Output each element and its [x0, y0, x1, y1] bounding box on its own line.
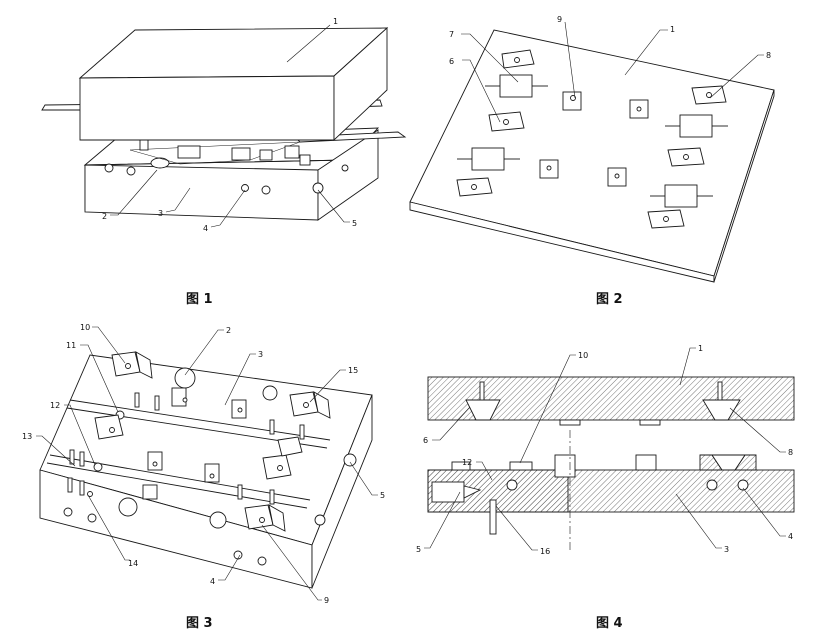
fig4-label-1: 1 [698, 344, 703, 353]
fig4-label-12: 12 [462, 458, 472, 467]
v-cavity-left [465, 399, 501, 421]
fig1-label-3: 3 [158, 209, 163, 218]
cover-front-face [79, 75, 335, 141]
pin-bore [431, 481, 465, 503]
figure-2-caption: 图 2 [596, 292, 623, 307]
figure-3-labels: 2 3 4 5 9 10 11 12 13 14 15 [22, 323, 385, 605]
base-front-face [84, 164, 319, 221]
fig4-label-8: 8 [788, 448, 793, 457]
cover-side-face [333, 26, 388, 142]
fig4-label-5: 5 [416, 545, 421, 554]
fig4-label-4: 4 [788, 532, 793, 541]
fig3-label-5: 5 [380, 491, 385, 500]
side-hole [312, 182, 324, 194]
locating-hole [150, 157, 170, 169]
fig3-label-13: 13 [22, 432, 32, 441]
figure-1-caption: 图 1 [186, 292, 213, 307]
fig1-label-4: 4 [203, 224, 208, 233]
fig3-label-3: 3 [258, 350, 263, 359]
figure-1-leaders [110, 24, 350, 228]
figure-4-leaders [424, 347, 786, 551]
figure-2-upper-plate [409, 29, 775, 283]
fig3-label-14: 14 [128, 559, 138, 568]
figure-4-caption: 图 4 [596, 616, 623, 631]
figure-3-leaders [36, 326, 378, 601]
ejector-pin [489, 499, 497, 535]
plate-side-face [713, 89, 775, 283]
plate-top-face [409, 29, 775, 277]
side-hole-5 [343, 453, 357, 467]
figure-4-section [427, 376, 795, 550]
fig3-label-12: 12 [50, 401, 60, 410]
figure-1-assembly [41, 26, 407, 221]
block-side-face [311, 394, 373, 589]
fig4-label-6: 6 [423, 436, 428, 445]
figure-1-labels: 1 2 3 4 5 [102, 17, 357, 233]
fig4-label-3: 3 [724, 545, 729, 554]
upper-plate-section [427, 376, 795, 421]
fig1-label-1: 1 [333, 17, 338, 26]
base-side-face [317, 129, 379, 221]
fig2-label-1: 1 [670, 25, 675, 34]
fig2-label-6: 6 [449, 57, 454, 66]
hole-2 [174, 367, 196, 389]
fig3-label-9: 9 [324, 596, 329, 605]
fig4-label-16: 16 [540, 547, 550, 556]
fig4-label-10: 10 [578, 351, 588, 360]
fig3-label-2: 2 [226, 326, 231, 335]
figure-3-caption: 图 3 [186, 616, 213, 631]
fig3-label-4: 4 [210, 577, 215, 586]
figure-4-labels: 1 3 4 5 6 8 10 12 16 [416, 344, 793, 556]
fig1-label-5: 5 [352, 219, 357, 228]
fig1-label-2: 2 [102, 212, 107, 221]
fig2-label-7: 7 [449, 30, 454, 39]
fig3-label-15: 15 [348, 366, 358, 375]
v-cavity-right [702, 399, 741, 421]
fig2-label-9: 9 [557, 15, 562, 24]
fig3-label-11: 11 [66, 341, 76, 350]
fig3-label-10: 10 [80, 323, 90, 332]
figure-3-lower-block [39, 351, 373, 589]
figure-2-leaders [461, 21, 764, 123]
figure-2-labels: 1 6 7 8 9 [449, 15, 771, 66]
fig2-label-8: 8 [766, 51, 771, 60]
